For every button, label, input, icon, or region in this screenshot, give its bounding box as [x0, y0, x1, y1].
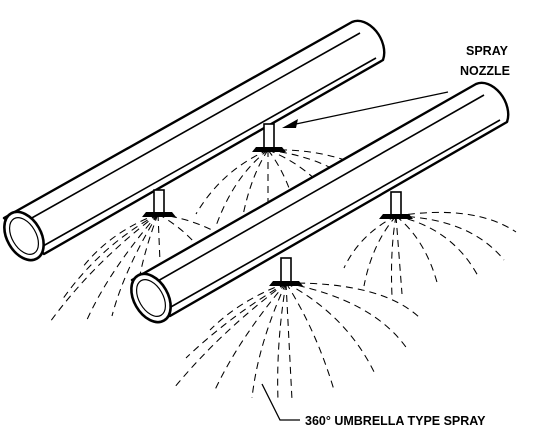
umbrella-spray-label: 360° UMBRELLA TYPE SPRAY	[305, 414, 486, 428]
spray-nozzle-label-line1: SPRAY	[466, 44, 509, 58]
back-pipe	[2, 19, 386, 262]
spray-nozzle-callout: SPRAY NOZZLE	[282, 44, 510, 128]
umbrella-spray-callout: 360° UMBRELLA TYPE SPRAY	[261, 383, 486, 428]
rear-stem-center	[252, 123, 286, 152]
front-stem-right	[379, 191, 413, 219]
front-pipe	[130, 81, 510, 324]
spray-nozzle-label-line2: NOZZLE	[460, 64, 510, 78]
front-stem-center	[269, 257, 303, 286]
rear-stem-left	[142, 189, 176, 217]
spray-pattern-front-center	[173, 282, 421, 401]
spray-pattern-front-right	[343, 211, 517, 297]
